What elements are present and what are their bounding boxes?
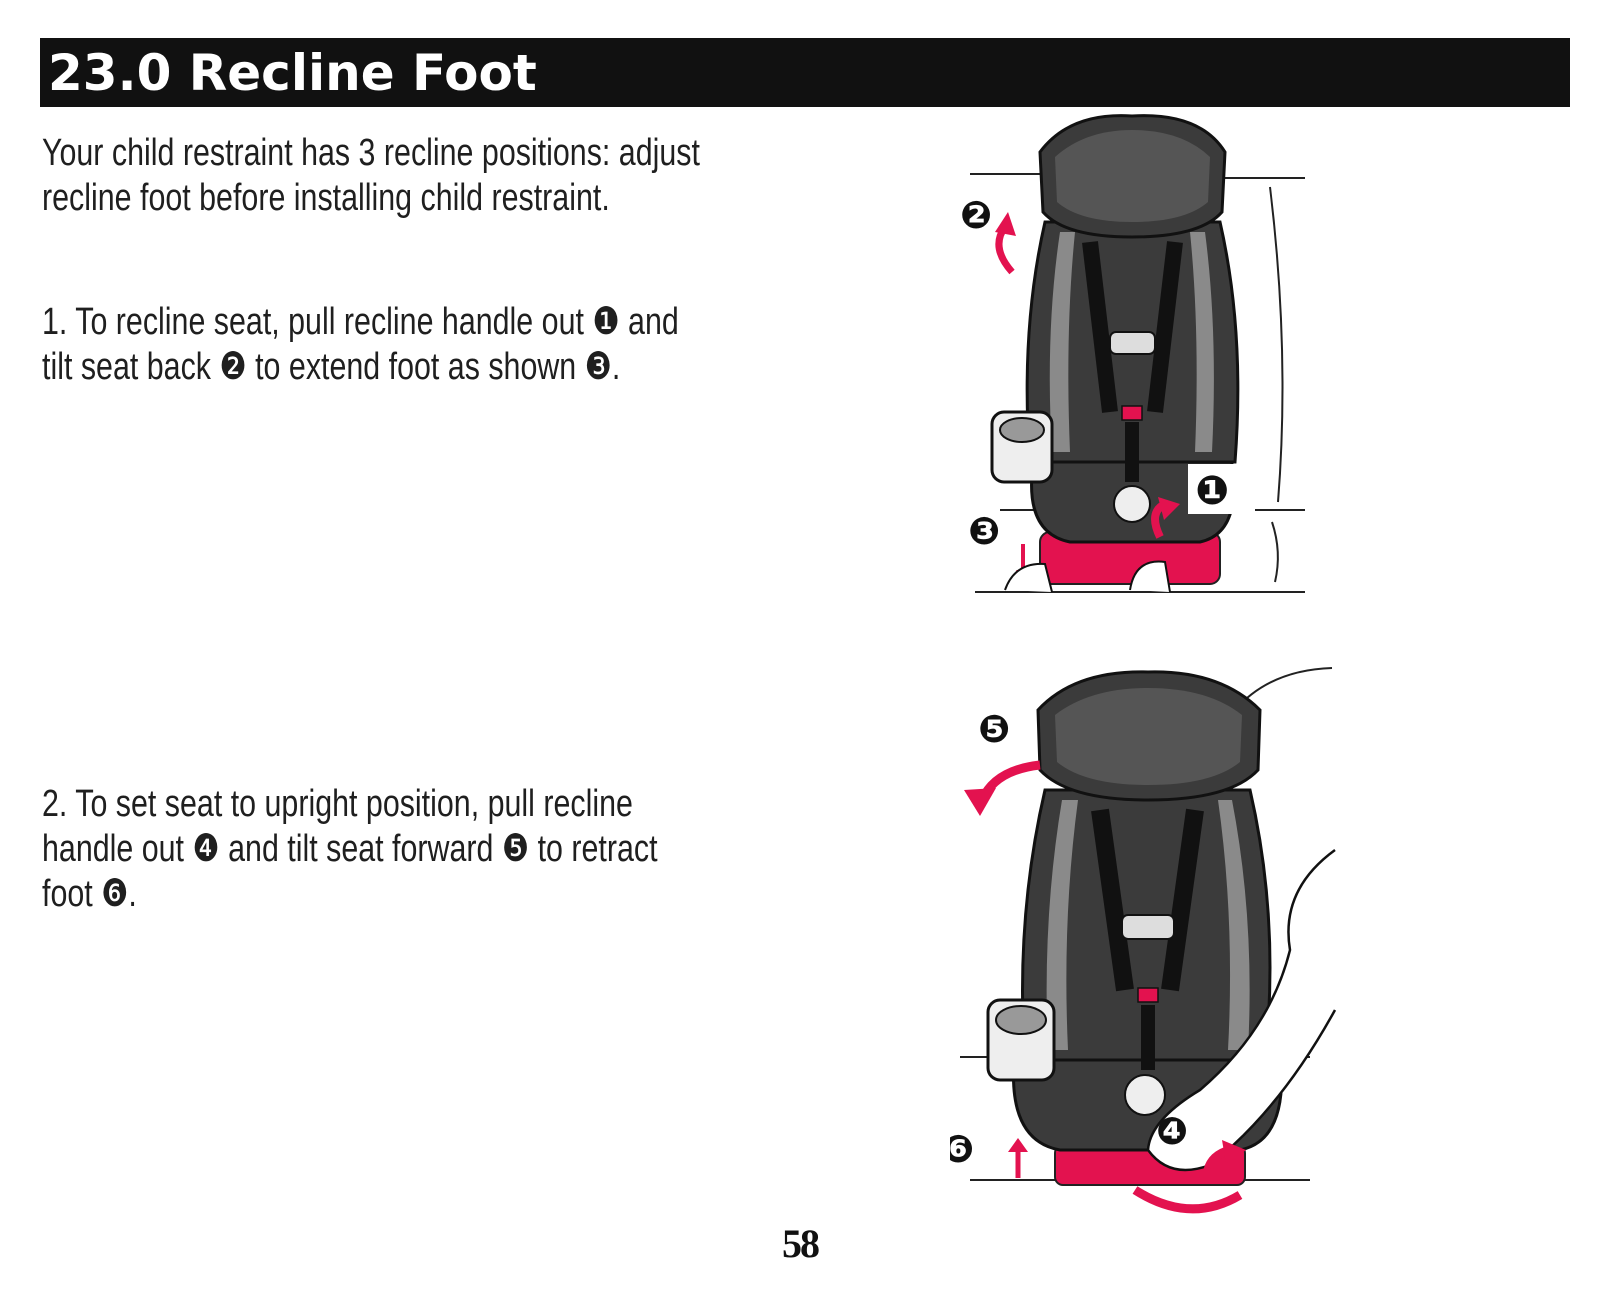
step-2-line-3: foot ❻. <box>42 873 137 915</box>
step-1-line-2: tilt seat back ❷ to extend foot as shown… <box>42 346 621 388</box>
intro-line-2: recline foot before installing child res… <box>42 177 610 219</box>
step-1-line-1: 1. To recline seat, pull recline handle … <box>42 301 679 343</box>
upright-illustration: ❺ ❹ ❻ <box>950 650 1350 1230</box>
callout-1-label: ❶ <box>1195 468 1229 514</box>
intro-line-1: Your child restraint has 3 recline posit… <box>42 132 700 174</box>
car-seat-upright-drawing: ❺ ❹ ❻ <box>950 667 1337 1214</box>
callout-4-label: ❹ <box>1156 1109 1188 1153</box>
page-number: 58 <box>782 1221 820 1266</box>
callout-2-label: ❷ <box>960 193 992 237</box>
section-header-bar: 23.0 Recline Foot <box>40 38 1570 107</box>
step-2-paragraph: 2. To set seat to upright position, pull… <box>42 782 842 917</box>
step-2-line-1: 2. To set seat to upright position, pull… <box>42 783 633 825</box>
callout-6-label: ❻ <box>950 1127 974 1171</box>
step-2-line-2: handle out ❹ and tilt seat forward ❺ to … <box>42 828 658 870</box>
intro-paragraph: Your child restraint has 3 recline posit… <box>42 131 842 221</box>
section-title: 23.0 Recline Foot <box>48 43 537 102</box>
car-seat-reclined-drawing: ❶ ❷ ❸ <box>960 114 1305 593</box>
recline-illustration: ❶ ❷ ❸ <box>960 112 1360 612</box>
step-1-paragraph: 1. To recline seat, pull recline handle … <box>42 300 842 390</box>
callout-5-label: ❺ <box>978 707 1010 751</box>
callout-3-label: ❸ <box>968 509 1000 553</box>
